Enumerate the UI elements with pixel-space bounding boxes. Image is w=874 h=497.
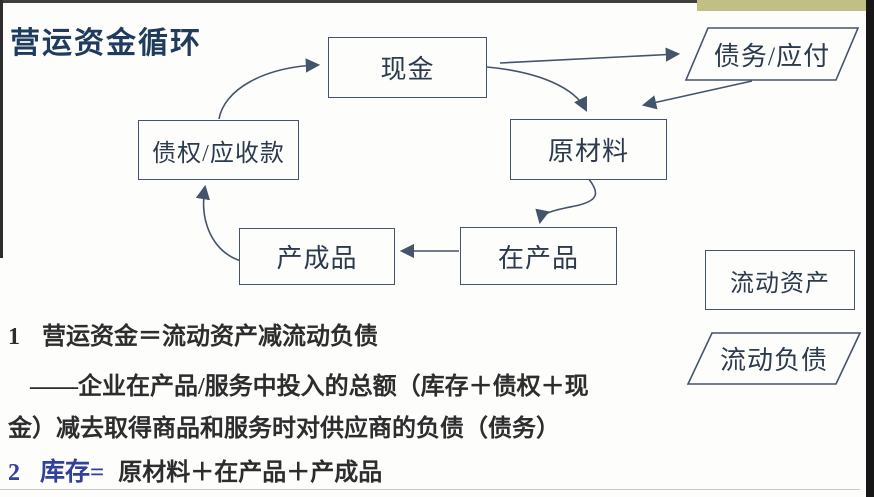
note-1: 1 营运资金＝流动资产减流动负债 xyxy=(8,316,378,351)
note-2: 2 库存= 原材料＋在产品＋产成品 xyxy=(8,452,382,488)
node-current-assets-label: 流动资产 xyxy=(730,270,830,297)
node-finished-goods: 产成品 xyxy=(239,228,395,285)
top-edge-line xyxy=(0,0,700,3)
arrow-payables-to-raw-materials xyxy=(641,80,753,110)
arrow-cash-to-raw-materials xyxy=(486,66,587,112)
node-receivables: 债权/应收款 xyxy=(138,120,299,180)
note-1-number: 1 xyxy=(8,324,20,350)
top-right-tan-bar xyxy=(697,0,866,11)
arrow-cash-to-payables xyxy=(499,47,681,64)
node-cash: 现金 xyxy=(328,37,487,98)
node-cash-label: 现金 xyxy=(380,55,435,84)
arrow-raw-materials-to-wip xyxy=(535,177,597,225)
left-edge-strip xyxy=(0,0,3,258)
node-raw-materials-label: 原材料 xyxy=(547,137,629,166)
note-1-sub-line-2: 金）减去取得商品和服务时对供应商的负债（债务） xyxy=(8,416,560,442)
note-2-number: 2 xyxy=(8,460,20,486)
node-work-in-progress: 在产品 xyxy=(460,227,617,285)
note-2-text: 原材料＋在产品＋产成品 xyxy=(118,460,383,486)
node-receivables-label: 债权/应收款 xyxy=(152,140,285,167)
node-current-assets: 流动资产 xyxy=(705,250,855,310)
node-current-liabilities-shape xyxy=(686,332,862,385)
right-edge-strip xyxy=(866,0,874,497)
node-work-in-progress-label: 在产品 xyxy=(497,243,579,273)
arrow-receivables-to-cash xyxy=(218,58,321,120)
note-2-term: 库存= xyxy=(40,459,105,486)
bottom-edge-line xyxy=(0,489,860,490)
node-current-liabilities-label: 流动负债 xyxy=(719,345,828,375)
node-payables-label: 债务/应付 xyxy=(713,41,831,71)
arrow-finished-goods-to-receivables xyxy=(195,184,242,262)
page-title: 营运资金循环 xyxy=(10,27,202,60)
note-1-sub-line-1: ——企业在产品/服务中投入的总额（库存＋债权＋现 xyxy=(30,374,589,400)
note-1-text: 营运资金＝流动资产减流动负债 xyxy=(42,324,378,350)
node-payables-shape xyxy=(684,27,860,81)
node-finished-goods-label: 产成品 xyxy=(276,244,358,273)
node-raw-materials: 原材料 xyxy=(510,119,667,180)
